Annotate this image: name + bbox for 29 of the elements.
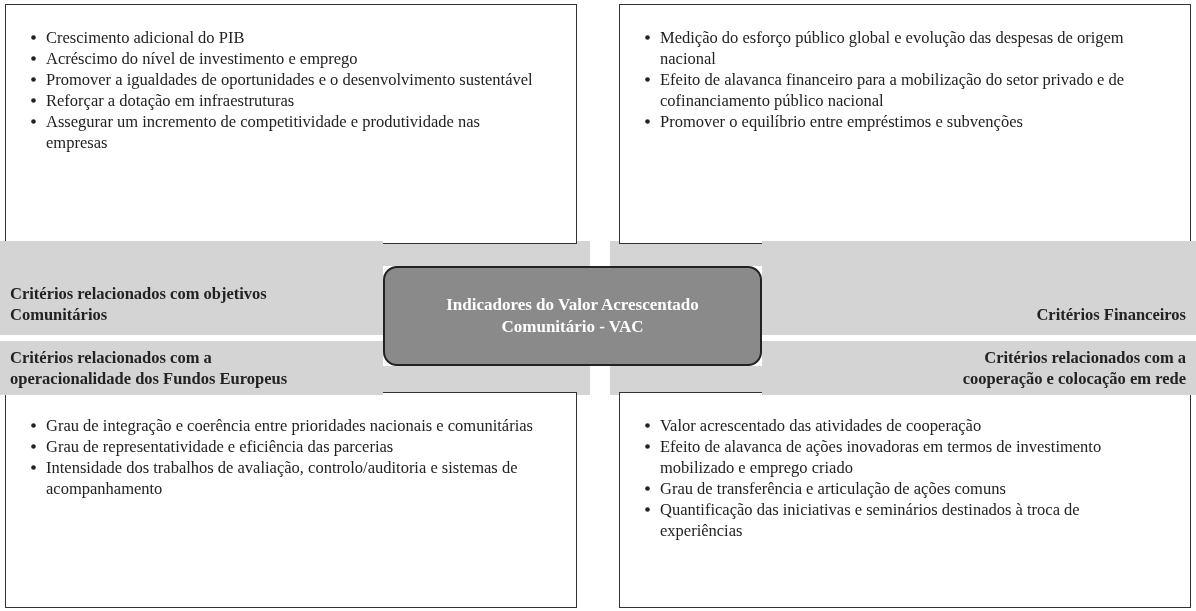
bullet-item: Promover a igualdades de oportunidades e o desenvolvimento sustentável [46,70,533,89]
text-panel [5,4,577,244]
category-heading: Critérios relacionados com objetivos Comunitários [10,283,268,325]
text-panel [5,392,577,608]
category-band [762,341,1196,395]
category-band [0,341,383,395]
bullet-item: Grau de transferência e articulação de ações comuns [660,479,1006,498]
category-band [0,241,383,335]
bullet-item: Crescimento adicional do PIB [46,28,245,47]
category-heading: Critérios relacionados com a operacionalidade dos Fundos Europeus [10,347,289,389]
bullet-item: Efeito de alavanca de ações inovadoras em termos de investimento mobilizado e emprego criado [660,437,1102,477]
category-band [762,241,1196,335]
bullet-item: Assegurar um incremento de competitividade e produtividade nas empresas [46,112,480,152]
bullet-item: Quantificação das iniciativas e seminários destinados à troca de experiências [660,500,1080,540]
bullet-item: Efeito de alavanca financeiro para a mobilização do setor privado e de cofinanciamento público nacional [660,70,1125,110]
bullet-item: Intensidade dos trabalhos de avaliação, controlo/auditoria e sistemas de acompanhamento [46,458,518,498]
category-heading: Critérios relacionados com a cooperação e colocação em rede [961,347,1186,389]
text-panel [619,392,1191,608]
bullet-item: Valor acrescentado das atividades de cooperação [660,416,982,435]
central-title: Indicadores do Valor Acrescentado Comunitário - VAC [445,294,700,338]
bullet-item: Reforçar a dotação em infraestruturas [46,91,295,110]
bullet-item: Grau de integração e coerência entre prioridades nacionais e comunitárias [46,416,533,435]
bullet-item: Medição do esforço público global e evolução das despesas de origem nacional [660,28,1124,68]
bullet-item: Promover o equilíbrio entre empréstimos e subvenções [660,112,1023,131]
bullet-item: Acréscimo do nível de investimento e emprego [46,49,358,68]
central-box [383,266,762,366]
text-panel [619,4,1191,244]
bullet-item: Grau de representatividade e eficiência das parcerias [46,437,394,456]
category-heading: Critérios Financeiros [1036,304,1186,325]
